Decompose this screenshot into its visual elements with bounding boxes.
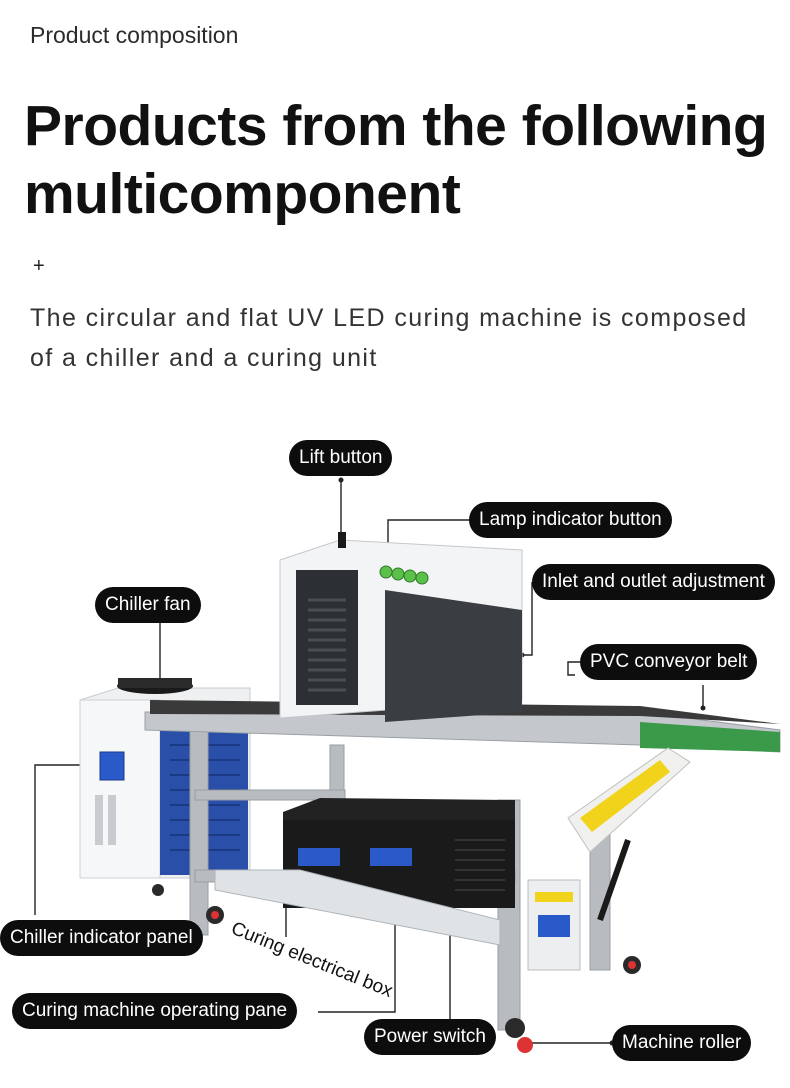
- machine-rollers: [152, 884, 641, 1053]
- callout-lift-button: Lift button: [289, 440, 393, 476]
- power-switch-box: [527, 879, 581, 971]
- plus-icon: +: [33, 255, 45, 277]
- curing-unit: [279, 532, 523, 722]
- callout-inlet-outlet-adjustment: Inlet and outlet adjustment: [532, 564, 775, 600]
- callout-pvc-conveyor-belt: PVC conveyor belt: [580, 644, 758, 680]
- callout-chiller-fan: Chiller fan: [95, 587, 201, 623]
- page-title: Products from the following multicompone…: [24, 94, 768, 226]
- description-text: The circular and flat UV LED curing mach…: [30, 304, 748, 372]
- callout-curing-operating-pane: Curing machine operating pane: [12, 993, 298, 1029]
- lamp-indicator-buttons: [379, 565, 429, 585]
- chiller-fan: [117, 678, 193, 694]
- callout-power-switch: Power switch: [364, 1019, 496, 1055]
- callout-lines: [34, 480, 704, 1044]
- control-pendant: [567, 747, 691, 921]
- callout-machine-roller: Machine roller: [612, 1025, 752, 1061]
- machine-illustration: [34, 477, 781, 1053]
- callout-lamp-indicator-button: Lamp indicator button: [469, 502, 672, 538]
- section-eyebrow: Product composition: [30, 22, 239, 48]
- callout-chiller-indicator-panel: Chiller indicator panel: [0, 920, 203, 956]
